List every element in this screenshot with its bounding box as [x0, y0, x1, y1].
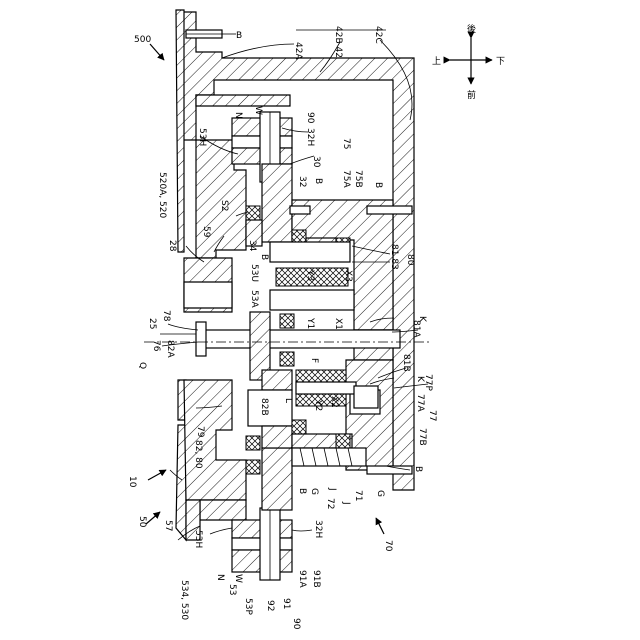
- label-y2: Y2: [313, 399, 323, 411]
- label-75: 75: [341, 138, 351, 149]
- dir-front: 前: [467, 89, 476, 101]
- label-57: 57: [163, 520, 173, 531]
- label-53a: 53A: [249, 290, 259, 308]
- label-x3: X3: [343, 270, 353, 282]
- label-75a: 75A: [341, 170, 351, 188]
- label-b_top: B: [236, 31, 242, 41]
- label-42a: 42A: [293, 42, 303, 60]
- label-g_left: G: [309, 488, 319, 495]
- label-f: F: [309, 358, 319, 363]
- label-34: 34: [247, 240, 257, 252]
- label-g_right: G: [375, 490, 385, 497]
- label-82a: 82A: [165, 340, 175, 358]
- label-75b: 75B: [353, 170, 363, 188]
- label-42b42: 42B 42: [333, 26, 343, 58]
- arrow-500: [150, 44, 164, 60]
- label-8280: 82, 80: [193, 440, 203, 469]
- label-92: 92: [265, 600, 275, 611]
- label-91b: 91B: [311, 570, 321, 588]
- label-b_34: B: [259, 254, 269, 260]
- label-53p: 53P: [243, 598, 253, 615]
- label-s2: S2: [219, 200, 229, 211]
- label-x2: X2: [329, 396, 339, 408]
- arrow-70: [376, 518, 384, 534]
- label-81_83: 81 83: [389, 244, 399, 270]
- dir-back: 後: [467, 23, 476, 35]
- label-w_top: W: [253, 106, 263, 115]
- label-n_top: N: [233, 112, 243, 119]
- label-78: 78: [161, 310, 171, 322]
- label-76: 76: [151, 340, 161, 352]
- label-520a520: 520A, 520: [157, 172, 167, 219]
- label-53: 53: [227, 584, 237, 595]
- label-53h_top: 53H: [197, 128, 207, 146]
- label-y1: Y1: [305, 317, 315, 329]
- label-25: 25: [147, 318, 157, 329]
- label-32: 32: [297, 176, 307, 187]
- label-79: 79: [195, 426, 205, 438]
- label-30: 30: [311, 156, 321, 168]
- label-b_bottom: B: [297, 488, 307, 494]
- label-82b: 82B: [259, 398, 269, 416]
- label-77p: 77P: [423, 374, 433, 391]
- label-80_right: 80: [405, 254, 415, 266]
- label-b_32: B: [313, 178, 323, 184]
- label-28: 28: [167, 240, 177, 252]
- label-j_top: J: [327, 487, 337, 491]
- label-w_bottom: W: [233, 574, 243, 583]
- label-l: L: [283, 398, 293, 403]
- label-y3: Y3: [305, 269, 315, 281]
- label-534530: 534, 530: [179, 580, 189, 620]
- dir-up: 上: [432, 56, 441, 67]
- dir-down: 下: [496, 57, 505, 67]
- arrow-50: [146, 512, 160, 524]
- label-71: 71: [353, 490, 363, 501]
- arrow-10: [148, 470, 166, 480]
- direction-indicator: 上 下 後 前: [432, 23, 505, 101]
- label-90_top: 90: [305, 112, 315, 124]
- label-q: Q: [137, 362, 147, 369]
- label-72: 72: [325, 498, 335, 509]
- label-91a: 91A: [297, 570, 307, 588]
- label-81b: 81B: [401, 354, 411, 372]
- label-50: 50: [137, 516, 147, 528]
- label-b_bottomright: B: [413, 466, 423, 472]
- label-70: 70: [383, 540, 393, 552]
- label-n_bottom: N: [215, 574, 225, 581]
- label-x1: X1: [333, 318, 343, 330]
- label-j_bottom: J: [341, 501, 351, 505]
- label-77b: 77B: [417, 428, 427, 446]
- label-77a: 77A: [415, 394, 425, 412]
- label-53u: 53U: [249, 264, 259, 282]
- label-53h_bottom: 53H: [193, 530, 203, 548]
- label-77: 77: [427, 410, 437, 421]
- label-42c: 42C: [373, 26, 383, 44]
- label-59: 59: [201, 226, 211, 238]
- label-32h_bottom: 32H: [313, 520, 323, 538]
- label-b_75: B: [373, 182, 383, 188]
- label-81a: 81A: [411, 320, 421, 338]
- label-91: 91: [281, 598, 291, 609]
- label-90_bottom: 90: [291, 618, 301, 630]
- label-500: 500: [134, 35, 151, 45]
- label-10: 10: [127, 476, 137, 488]
- label-32h_top: 32H: [305, 128, 315, 146]
